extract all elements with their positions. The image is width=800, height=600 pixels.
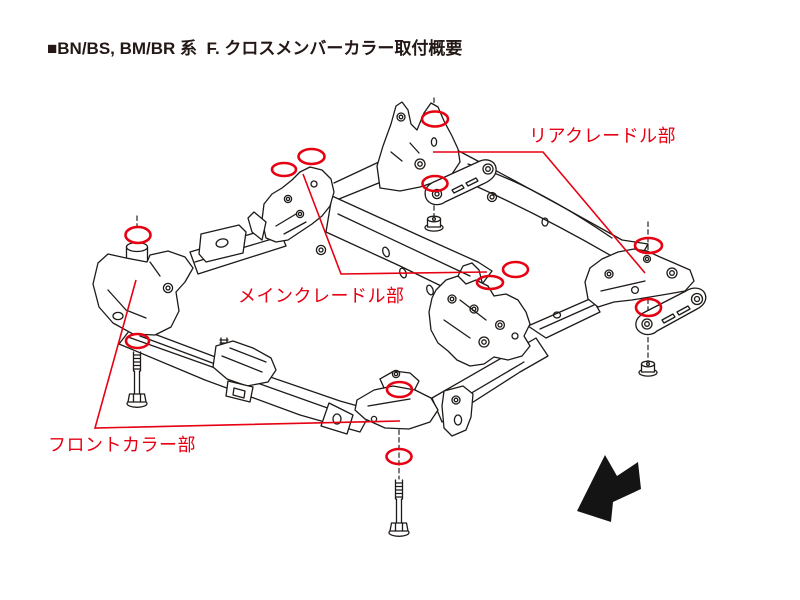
main-cradle-right-tower	[428, 275, 531, 367]
collar-marker-main-left-lower	[270, 161, 298, 178]
collar-marker-rear-left-upper	[420, 110, 450, 128]
collar-position-markers	[124, 110, 664, 466]
rear-right-bracket	[584, 248, 695, 308]
collar-marker-main-right-upper	[501, 260, 530, 279]
collar-marker-rear-right-upper	[633, 236, 664, 255]
rear-right-stay	[635, 287, 707, 336]
collar-marker-front-center-lower	[385, 447, 413, 466]
label-main-cradle: メインクレードル部	[238, 286, 405, 306]
flange-nut-rear-left	[424, 215, 444, 232]
front-center-bolt	[388, 479, 410, 537]
collar-marker-front-left-upper	[124, 225, 152, 245]
collar-marker-rear-right-lower	[634, 297, 663, 318]
collar-marker-main-left-upper	[297, 147, 326, 166]
collar-marker-front-center-upper	[385, 380, 414, 399]
collar-marker-front-left-lower	[124, 332, 151, 350]
rear-left-stay	[424, 159, 497, 206]
crossmember-line-art	[92, 97, 707, 537]
label-front-collar: フロントカラー部	[48, 435, 196, 455]
front-left-bolt	[126, 351, 148, 408]
leader-line-main-cradle	[302, 173, 488, 275]
annotation-leader-lines	[93, 151, 646, 429]
front-rail-clamp	[212, 337, 277, 403]
front-direction-arrow-icon	[577, 455, 641, 522]
flange-nut-rear-right	[638, 360, 658, 377]
collar-marker-rear-left-lower	[421, 174, 449, 193]
page-title: ■BN/BS, BM/BR 系 F. クロスメンバーカラー取付概要	[47, 39, 463, 58]
collar-marker-main-right-lower	[475, 274, 505, 291]
leader-line-front-collar	[93, 279, 401, 429]
front-center-mount	[320, 369, 474, 437]
label-rear-cradle: リアクレードル部	[529, 126, 676, 146]
leader-line-rear-cradle	[433, 151, 646, 274]
front-left-bracket	[92, 241, 194, 336]
main-cradle-left-tower	[261, 166, 335, 243]
